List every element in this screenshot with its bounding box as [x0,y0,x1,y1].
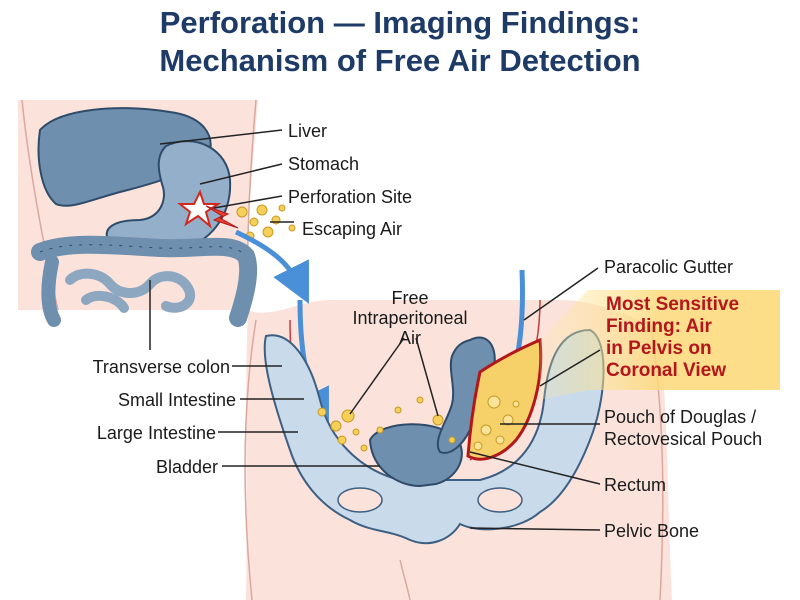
label-free-air-line-1: Free [391,288,429,308]
label-paracolic-gutter: Paracolic Gutter [604,257,734,277]
label-transverse-colon: Transverse colon [92,357,230,377]
label-pouch-line-2: Rectovesical Pouch [604,429,763,449]
title-line-2: Mechanism of Free Air Detection [159,43,641,78]
large-intestine-shape [41,255,61,327]
label-liver: Liver [288,121,328,141]
label-free-air-line-3: Air [399,328,421,348]
label-perforation-site: Perforation Site [288,187,413,207]
pouch-air-bubbles [473,395,520,451]
label-bladder: Bladder [155,457,218,477]
label-escaping-air: Escaping Air [302,219,403,239]
key-finding-line-2: Finding: Air [606,316,712,337]
lightning-icon [205,205,239,229]
air-migration-arrow [234,229,309,304]
key-finding-line-1: Most Sensitive [606,294,740,315]
label-rectum: Rectum [604,475,667,495]
page-title: Perforation — Imaging Findings: Mechanis… [0,4,800,80]
obturator-left [337,487,383,513]
transverse-colon-shape [31,235,258,327]
obturator-right [477,487,523,513]
escaping-air-bubbles [236,204,296,241]
key-finding-line-4: Coronal View [606,360,727,381]
label-free-air-line-2: Intraperitoneal [352,308,468,328]
key-finding-callout: Most Sensitive Finding: Air in Pelvis on… [588,290,780,390]
label-pelvic-bone: Pelvic Bone [604,521,700,541]
key-finding-line-3: in Pelvis on [606,338,712,359]
label-small-intestine: Small Intestine [117,390,236,410]
perforation-star-icon [177,189,222,229]
title-line-1: Perforation — Imaging Findings: [159,5,641,40]
finding-callout-band [540,290,780,400]
legs-cleft [399,559,411,600]
label-stomach: Stomach [288,154,360,174]
pelvis-left-contour [244,319,257,600]
label-large-intestine: Large Intestine [96,423,216,443]
label-pouch-line-1: Pouch of Douglas / [604,407,757,427]
leader-lines [149,129,601,531]
